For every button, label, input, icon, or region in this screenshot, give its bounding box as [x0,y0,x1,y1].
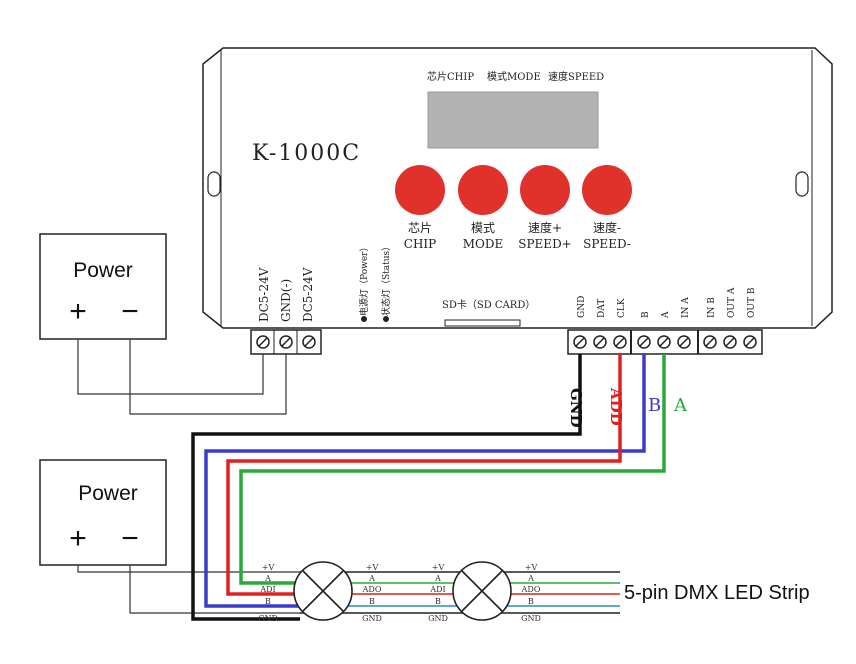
terminal-label-signal-gnd: GND [577,296,587,318]
terminal-label-a: A [661,311,671,319]
top-minus-wire [129,339,287,415]
speed-down-label-cn: 速度- [593,220,621,235]
minus-terminal-label: − [121,295,139,328]
chip-button-label-en: CHIP [404,237,436,251]
b-wire [204,354,646,608]
pin-label: GND [428,614,448,623]
model-name: K-1000C [252,141,361,166]
pin-label: ADI [429,585,445,594]
chip-button[interactable] [395,165,445,215]
power-supply-title: Power [73,259,133,282]
controller-housing [202,47,833,329]
controller: K-1000C 芯片CHIP 模式MODE 速度SPEED 芯片 CHIP 模式… [202,47,833,329]
terminal-label-dc2: DC5-24V [301,267,315,322]
pin-label: ADI [259,585,275,594]
terminal-label-in-b: IN B [707,297,717,318]
power-supply-bottom: Power + − [39,459,167,566]
terminal-label-out-a: OUT A [727,287,737,318]
speed-down-label-en: SPEED- [583,237,631,251]
power-terminal-block [250,329,322,355]
led-pixel-1 [293,561,353,621]
mounting-hole-icon [207,171,221,197]
status-led [383,316,389,322]
pin-label: A [264,574,271,583]
pin-label: +V [432,563,445,572]
bottom-minus-wire [129,565,300,614]
pin-label: B [435,597,441,606]
speed-up-label-cn: 速度+ [528,220,562,235]
power-supply-title: Power [78,482,138,505]
add-wire-label: ADD [607,387,625,426]
pin-label: +V [262,563,275,572]
minus-terminal-label: − [121,522,139,555]
power-led-label: 电源灯（Power） [358,243,370,316]
terminal-label-clk: CLK [617,298,627,318]
terminal-label-dat: DAT [597,299,607,318]
power-supply-top: Power + − [39,233,167,340]
terminal-label-gnd: GND(-) [279,279,293,322]
led-pixel-2 [452,561,512,621]
pin-label: B [265,597,271,606]
led-strip: +V A ADI B GND +V A ADO B GND +V A ADI B… [258,561,810,623]
status-led-label: 状态灯（Status） [380,242,392,316]
pin-label: ADO [362,585,382,594]
mounting-hole-icon [795,171,809,197]
plus-terminal-label: + [69,295,87,328]
gnd-wire-label: GND [567,388,585,428]
speed-down-button[interactable] [582,165,632,215]
display-label-chip: 芯片CHIP [427,70,474,83]
pin-label: +V [525,563,538,572]
strip-title: 5-pin DMX LED Strip [624,582,810,604]
speed-up-label-en: SPEED+ [518,237,572,251]
gnd-wire [191,354,582,621]
power-wires [77,339,300,614]
terminal-label-out-b: OUT B [747,287,757,318]
pin-label: GND [258,614,278,623]
a-wire-label: A [673,395,688,416]
pin-label: +V [366,563,379,572]
pin-label: A [368,574,375,583]
speed-up-button[interactable] [520,165,570,215]
mode-button-label-en: MODE [463,237,504,251]
pin-label: GND [362,614,382,623]
plus-terminal-label: + [69,522,87,555]
b-wire-label: B [648,395,661,416]
pin-label: A [434,574,441,583]
mode-button-label-cn: 模式 [471,221,495,235]
pin-label: B [528,597,534,606]
sd-card-slot[interactable] [444,319,521,327]
a-wire [239,354,666,585]
add-wire [226,354,622,596]
display-label-mode: 模式MODE [487,70,541,83]
lcd-display [427,91,599,149]
chip-button-label-cn: 芯片 [408,221,432,235]
mode-button[interactable] [458,165,508,215]
top-plus-wire [77,339,264,395]
signal-terminal-block [567,329,763,355]
power-led [361,316,367,322]
pin-label: A [527,574,534,583]
terminal-label-b: B [641,311,651,318]
terminal-label-dc1: DC5-24V [257,267,271,322]
pin-label: ADO [521,585,541,594]
display-label-speed: 速度SPEED [548,70,604,83]
pin-label: GND [521,614,541,623]
terminal-label-in-a: IN A [681,297,691,318]
sd-card-label: SD卡（SD CARD） [442,298,535,311]
bottom-plus-wire [77,565,300,573]
pin-label: B [369,597,375,606]
